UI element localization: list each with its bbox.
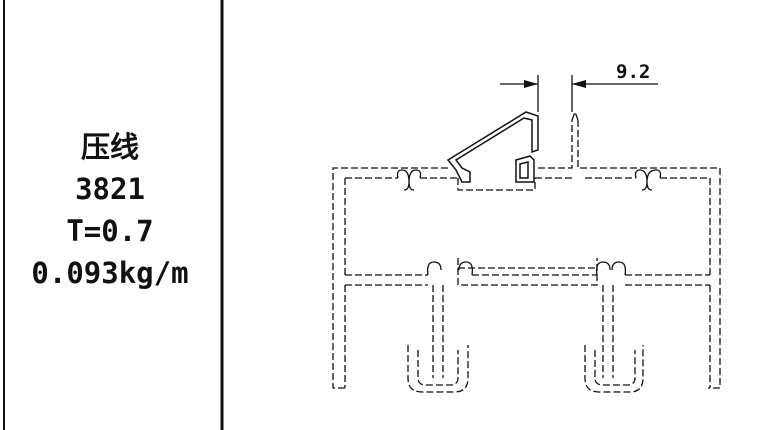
sheet-frame xyxy=(3,0,224,430)
profile-code: 3821 xyxy=(75,172,145,206)
dimension-annotation xyxy=(500,75,658,112)
frame-profile-drawing xyxy=(332,110,721,393)
dimension-label: 9.2 xyxy=(616,61,650,83)
glazing-bead-profile[interactable] xyxy=(446,111,539,183)
profile-info-block: 压线 3821 T=0.7 0.093kg/m xyxy=(6,126,214,294)
profile-weight: 0.093kg/m xyxy=(31,256,189,290)
profile-thickness: T=0.7 xyxy=(66,214,154,248)
profile-name: 压线 xyxy=(80,130,139,164)
snap-clips xyxy=(396,169,662,276)
